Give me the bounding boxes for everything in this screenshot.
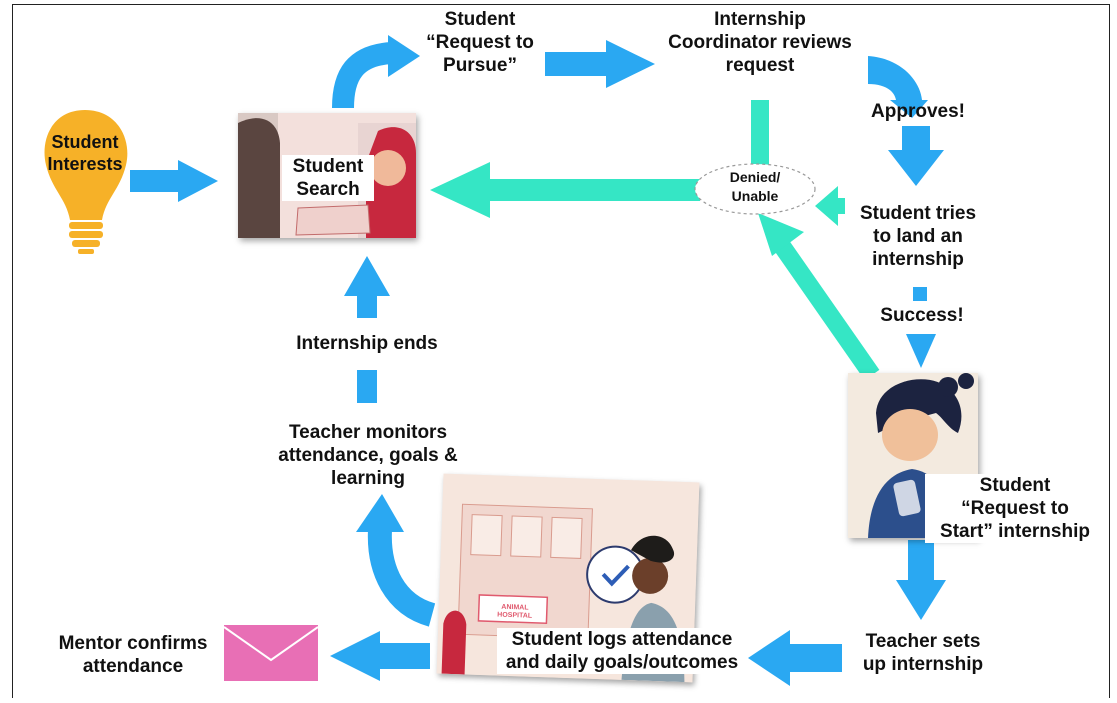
label-teacher-sets-up: Teacher sets up internship [862, 631, 984, 675]
arrow-logs-to-mentor [330, 631, 430, 681]
label-approves: Approves! [871, 101, 965, 122]
arrow-denied-to-search [430, 162, 700, 218]
label-coordinator-reviews: Internship Coordinator reviews request [668, 9, 852, 76]
line-tries-to-success [913, 287, 927, 301]
arrow-search-to-request [332, 35, 420, 109]
label-success: Success! [880, 305, 964, 326]
label-student-tries: Student tries to land an internship [859, 203, 977, 270]
label-student-search: Student Search [282, 155, 374, 201]
envelope-icon [223, 625, 319, 681]
arrow-setup-to-logs [748, 630, 842, 686]
hospital-sign: ANIMAL HOSPITAL [497, 603, 533, 620]
arrow-success-to-start [906, 334, 936, 368]
student-search-illustration: Student Search [238, 113, 416, 238]
arrow-coordinator-to-approves [868, 56, 928, 118]
denied-ellipse [694, 163, 816, 215]
label-student-logs: Student logs attendance and daily goals/… [497, 628, 747, 674]
label-denied-unable: Denied/ Unable [729, 169, 781, 204]
line-coordinator-to-denied [751, 100, 769, 168]
arrow-request-to-coordinator [545, 40, 655, 88]
label-student-interests: Student Interests [47, 132, 123, 174]
label-teacher-monitors: Teacher monitors attendance, goals & lea… [278, 422, 458, 489]
arrow-start-to-setup [896, 540, 946, 620]
diagram-frame [12, 4, 1110, 698]
lightbulb-icon [44, 110, 128, 254]
arrow-approves-to-tries [888, 126, 944, 186]
arrow-tries-to-denied [815, 186, 845, 226]
arrow-interests-to-search [130, 160, 218, 202]
arrow-start-to-denied [758, 213, 880, 381]
label-mentor-confirms: Mentor confirms attendance [58, 633, 208, 677]
label-request-to-pursue: Student “Request to Pursue” [426, 9, 534, 76]
arrow-logs-to-monitors [356, 494, 436, 627]
label-request-to-start: Student “Request to Start” internship [925, 474, 1105, 543]
label-internship-ends: Internship ends [296, 333, 438, 354]
line-monitors-to-ends [357, 370, 377, 403]
arrow-ends-to-search [344, 256, 390, 318]
